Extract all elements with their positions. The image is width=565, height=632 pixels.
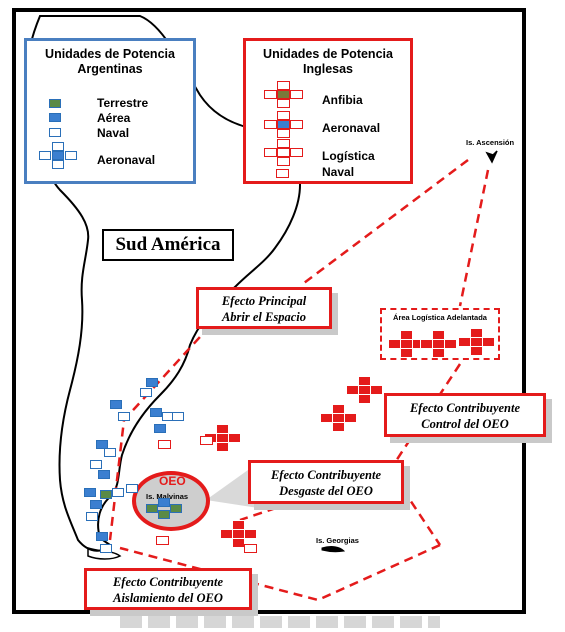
- effect-principal-line2: Abrir el Espacio: [221, 310, 307, 324]
- line-south-closure: [119, 543, 441, 602]
- logistic-group-icon: [264, 139, 304, 169]
- argentine-unit-marker: [90, 500, 102, 509]
- label-ascension: Is. Ascensión: [466, 138, 515, 147]
- argentine-unit-marker: [170, 504, 182, 513]
- amphibious-group-icon: [264, 81, 304, 111]
- effect-aislamiento-line2: Aislamiento del OEO: [113, 591, 223, 605]
- legend-england-title: Unidades de Potencia Inglesas: [263, 47, 393, 76]
- argentine-unit-marker: [140, 388, 152, 397]
- legend-item-naval: Naval: [97, 126, 130, 140]
- argentine-unit-marker: [158, 510, 170, 519]
- argentine-unit-marker: [158, 498, 170, 507]
- argentine-unit-marker: [154, 424, 166, 433]
- white-square-icon: [49, 128, 61, 137]
- oeo-zone: [132, 471, 210, 531]
- argentine-unit-marker: [146, 504, 158, 513]
- effect-control-line2: Control del OEO: [421, 417, 509, 431]
- argentine-unit-marker: [84, 488, 96, 497]
- legend-item-logistica: Logística: [322, 149, 375, 163]
- argentine-unit-marker: [118, 412, 130, 421]
- georgias-island: [321, 546, 346, 553]
- english-naval-marker: [244, 544, 257, 553]
- legend-item-aeronaval: Aeronaval: [322, 121, 381, 135]
- area-logistica-label: Área Logística Adelantada: [393, 313, 487, 322]
- argentine-unit-marker: [126, 484, 138, 493]
- argentine-unit-marker: [112, 488, 124, 497]
- legend-argentina: Unidades de Potencia Argentinas Terrestr…: [24, 38, 196, 184]
- legend-item-terrestre: Terrestre: [97, 96, 149, 110]
- effect-control-line1: Efecto Contribuyente: [409, 401, 521, 415]
- english-naval-marker: [158, 440, 171, 449]
- ascension-island: [485, 150, 498, 164]
- argentine-unit-marker: [98, 470, 110, 479]
- operational-lines: [108, 159, 490, 602]
- argentine-unit-marker: [110, 400, 122, 409]
- blue-square-icon: [49, 113, 61, 122]
- effect-aislamiento: Efecto Contribuyente Aislamiento del OEO: [84, 568, 252, 610]
- effect-principal: Efecto Principal Abrir el Espacio: [196, 287, 332, 329]
- english-naval-marker: [156, 536, 169, 545]
- argentine-unit-marker: [146, 378, 158, 387]
- label-oeo: OEO: [159, 474, 186, 488]
- desgaste-pointer: [206, 470, 258, 508]
- argentine-unit-marker: [150, 408, 162, 417]
- effect-desgaste-line2: Desgaste del OEO: [279, 484, 373, 498]
- caption-strip: [120, 616, 440, 628]
- english-naval-marker: [200, 436, 213, 445]
- naval-square-icon: [276, 169, 290, 179]
- effect-desgaste: Efecto Contribuyente Desgaste del OEO: [248, 460, 404, 504]
- effect-principal-line1: Efecto Principal: [221, 294, 307, 308]
- legend-item-aeronaval: Aeronaval: [97, 153, 156, 167]
- line-ascension-principal: [299, 159, 469, 287]
- naval-air-group-icon: [264, 111, 304, 141]
- line-ascension-logistica: [458, 169, 490, 307]
- legend-item-aerea: Aérea: [97, 111, 131, 125]
- argentine-unit-marker: [96, 440, 108, 449]
- effect-aislamiento-line1: Efecto Contribuyente: [112, 575, 224, 589]
- argentine-unit-marker: [100, 490, 112, 499]
- argentine-unit-marker: [90, 460, 102, 469]
- label-malvinas: Is. Malvinas: [146, 492, 189, 501]
- argentine-unit-marker: [96, 532, 108, 541]
- legend-argentina-title: Unidades de Potencia Argentinas: [45, 47, 175, 76]
- green-square-icon: [49, 99, 61, 108]
- effect-control: Efecto Contribuyente Control del OEO: [384, 393, 546, 437]
- label-georgias: Is. Georgias: [316, 536, 359, 545]
- continent-label: Sud América: [102, 229, 234, 261]
- argentine-unit-marker: [104, 448, 116, 457]
- legend-item-naval: Naval: [322, 165, 355, 179]
- carrier-group-icon: [39, 142, 79, 169]
- argentine-unit-marker: [172, 412, 184, 421]
- legend-item-anfibia: Anfibia: [322, 93, 363, 107]
- tierra-del-fuego: [87, 546, 122, 560]
- legend-england: Unidades de Potencia Inglesas Anfibia Ae…: [243, 38, 413, 184]
- line-logistica-east: [388, 363, 462, 546]
- argentine-unit-marker: [86, 512, 98, 521]
- area-logistica-box: Área Logística Adelantada: [380, 308, 500, 360]
- effect-desgaste-line1: Efecto Contribuyente: [270, 468, 382, 482]
- argentine-unit-marker: [100, 544, 112, 553]
